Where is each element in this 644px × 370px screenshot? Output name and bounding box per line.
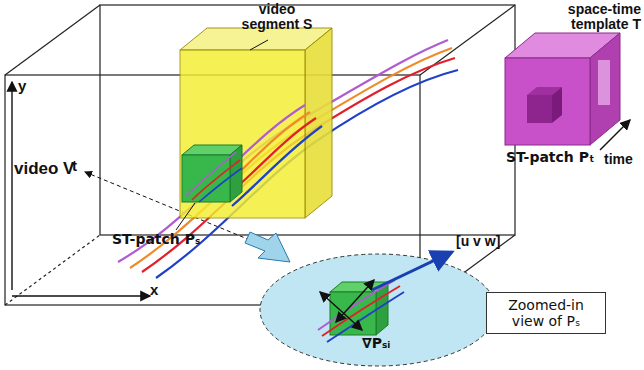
label: ∇Pₛᵢ	[362, 336, 390, 351]
label: video V	[14, 160, 74, 179]
video-volume	[5, 5, 515, 305]
label: y	[18, 78, 26, 95]
leader-line	[250, 40, 268, 50]
y-axis	[11, 82, 12, 290]
x-axis	[12, 295, 150, 296]
label: time	[604, 152, 633, 167]
time-arrow	[600, 120, 630, 150]
zoomed-patch	[318, 280, 404, 342]
zoom-arrow	[245, 232, 290, 262]
leader-line	[176, 203, 195, 230]
gradient-arrow	[336, 300, 356, 322]
zoom-ellipse	[260, 254, 496, 366]
patch-trajectories	[186, 152, 242, 202]
label: [u v w]	[456, 234, 500, 249]
st-patch-cube	[182, 145, 242, 202]
gradient-arrow	[356, 280, 374, 300]
label: t	[72, 158, 77, 175]
label: x	[150, 282, 158, 299]
label: space-time template T	[557, 2, 641, 33]
label: ST-patch Pₛ	[112, 232, 200, 247]
label: ST-patch Pₜ	[506, 150, 594, 165]
video-segment-cube	[180, 28, 332, 218]
gradient-arrow	[320, 292, 340, 310]
callout-box: Zoomed-in view of Pₛ	[486, 292, 606, 334]
template-cube	[505, 33, 620, 145]
callout-text: Zoomed-in view of Pₛ	[493, 297, 599, 329]
flow-vector	[372, 252, 452, 290]
label: video segment S	[238, 2, 316, 33]
